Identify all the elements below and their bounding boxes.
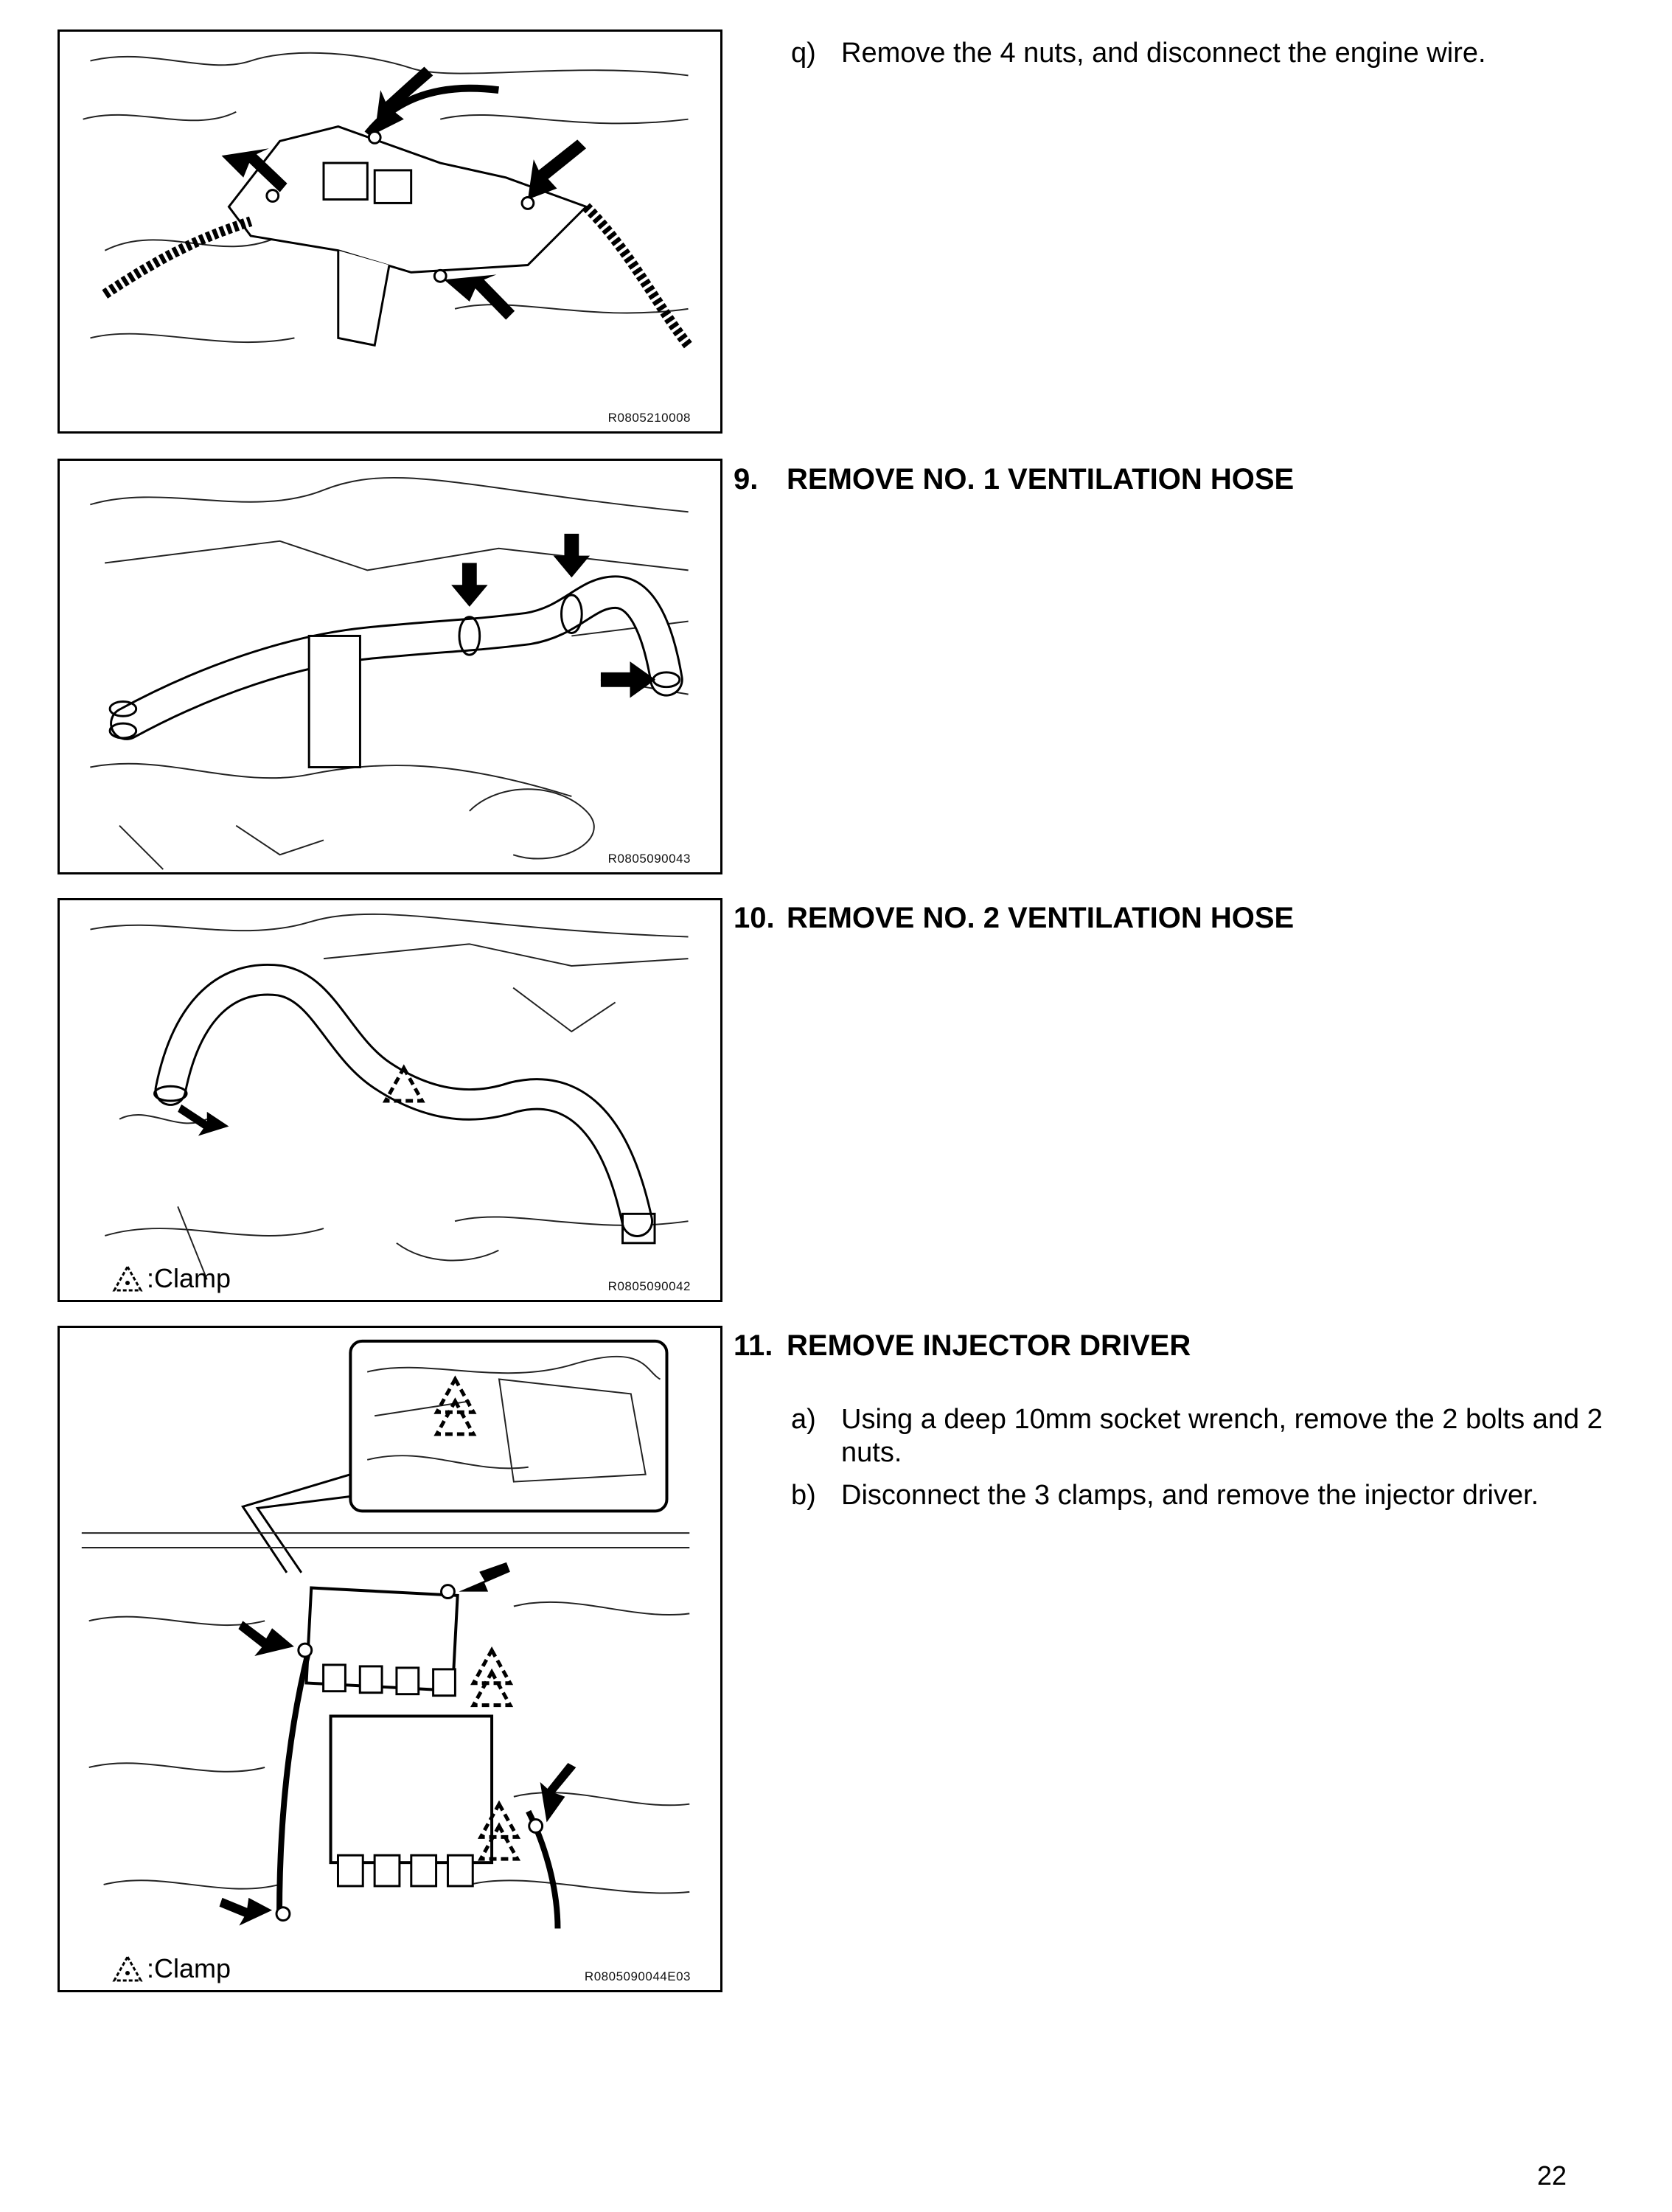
arrow-icon: [178, 1104, 229, 1136]
arrow-icon: [540, 1763, 577, 1823]
arrow-icon: [238, 1621, 294, 1657]
clamp-icon: [112, 1264, 143, 1292]
figure-no2-ventilation-hose: :Clamp R0805090042: [58, 898, 722, 1302]
figure-code: R0805090044E03: [584, 1969, 691, 1983]
section-heading-10: 10. REMOVE NO. 2 VENTILATION HOSE: [734, 902, 1294, 935]
section-number: 11.: [734, 1329, 773, 1362]
section-heading-9: 9. REMOVE NO. 1 VENTILATION HOSE: [734, 463, 1294, 496]
step-q: q) Remove the 4 nuts, and disconnect the…: [791, 37, 1639, 70]
clamp-icon: [382, 1064, 425, 1103]
step-text: Using a deep 10mm socket wrench, remove …: [841, 1404, 1603, 1468]
ventilation-hose-1-illustration: [90, 476, 689, 870]
figure-code: R0805090043: [607, 852, 691, 866]
section-title: REMOVE NO. 2 VENTILATION HOSE: [787, 902, 1295, 934]
section-number: 9.: [734, 463, 759, 495]
arrow-icon: [451, 563, 488, 607]
figure-injector-driver: :Clamp R0805090044E03: [58, 1326, 722, 1992]
figure-engine-wire-nuts: R0805210008: [58, 29, 722, 434]
injector-driver-illustration: [81, 1339, 690, 1929]
legend-label: :Clamp: [147, 1263, 231, 1293]
step-11b: b) Disconnect the 3 clamps, and remove t…: [791, 1479, 1639, 1512]
section-heading-11: 11. REMOVE INJECTOR DRIVER: [734, 1329, 1191, 1363]
step-11a: a) Using a deep 10mm socket wrench, remo…: [791, 1403, 1617, 1470]
clamp-legend: :Clamp: [111, 1953, 231, 1984]
detail-inset: [349, 1339, 669, 1513]
step-text: Disconnect the 3 clamps, and remove the …: [841, 1480, 1539, 1511]
page-number: 22: [1537, 2160, 1567, 2191]
arrow-icon: [444, 274, 515, 320]
figure-no1-ventilation-hose: R0805090043: [58, 459, 722, 874]
step-text: Remove the 4 nuts, and disconnect the en…: [841, 38, 1486, 69]
engine-wire-illustration: [83, 52, 692, 349]
arrow-icon: [527, 139, 587, 200]
arrow-icon: [221, 148, 288, 192]
section-title: REMOVE NO. 1 VENTILATION HOSE: [787, 463, 1295, 495]
clamp-legend: :Clamp: [111, 1263, 231, 1294]
step-letter: b): [791, 1480, 816, 1511]
arrow-icon: [375, 66, 433, 134]
step-letter: a): [791, 1404, 816, 1435]
section-title: REMOVE INJECTOR DRIVER: [787, 1329, 1191, 1362]
clamp-icon: [112, 1954, 143, 1982]
section-number: 10.: [734, 902, 775, 934]
ventilation-hose-2-illustration: [90, 913, 689, 1280]
arrow-icon: [459, 1562, 510, 1592]
legend-label: :Clamp: [147, 1953, 231, 1983]
arrow-icon: [219, 1897, 273, 1926]
figure-code: R0805210008: [607, 411, 691, 425]
step-letter: q): [791, 38, 816, 69]
figure-code: R0805090042: [607, 1279, 691, 1293]
arrow-icon: [600, 661, 656, 698]
